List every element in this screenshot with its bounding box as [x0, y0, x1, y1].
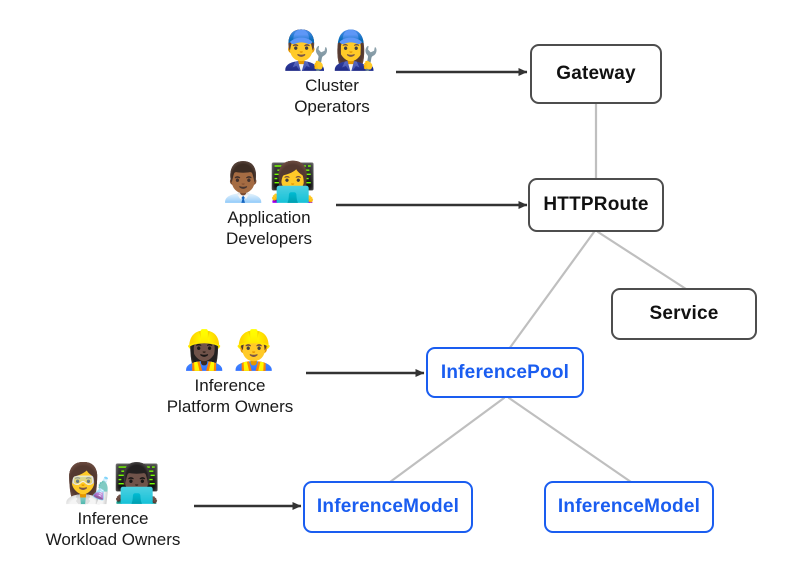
- cluster-operators-icons: 👨‍🔧👩‍🔧: [282, 28, 382, 72]
- cluster-operators-label: Cluster Operators: [294, 76, 370, 117]
- node-inferencepool[interactable]: InferencePool: [426, 347, 584, 398]
- inference-platform-owners-icons: 👷🏿‍♀️👷‍♂️: [180, 328, 280, 372]
- application-developers-label: Application Developers: [226, 208, 312, 249]
- node-gateway[interactable]: Gateway: [530, 44, 662, 104]
- edge-inferencepool-inferencemodel-right: [507, 396, 633, 484]
- inference-workload-owners-icons: 👩‍🔬👨🏿‍💻: [63, 461, 163, 505]
- node-service[interactable]: Service: [611, 288, 757, 340]
- edge-httproute-service: [596, 230, 688, 291]
- application-developers-icons: 👨🏾‍💼👩‍💻: [219, 160, 319, 204]
- node-inferencemodel-right[interactable]: InferenceModel: [544, 481, 714, 533]
- edge-inferencepool-inferencemodel-left: [388, 396, 506, 484]
- inference-workload-owners-label: Inference Workload Owners: [45, 509, 181, 550]
- edge-httproute-inferencepool: [507, 230, 596, 351]
- persona-application-developers: 👨🏾‍💼👩‍💻 Application Developers: [200, 163, 338, 250]
- persona-cluster-operators: 👨‍🔧👩‍🔧 Cluster Operators: [263, 31, 401, 118]
- node-httproute[interactable]: HTTPRoute: [528, 178, 664, 232]
- node-inferencemodel-left[interactable]: InferenceModel: [303, 481, 473, 533]
- inference-platform-owners-label: Inference Platform Owners: [166, 376, 294, 417]
- persona-inference-workload-owners: 👩‍🔬👨🏿‍💻 Inference Workload Owners: [34, 464, 192, 551]
- persona-inference-platform-owners: 👷🏿‍♀️👷‍♂️ Inference Platform Owners: [155, 331, 305, 418]
